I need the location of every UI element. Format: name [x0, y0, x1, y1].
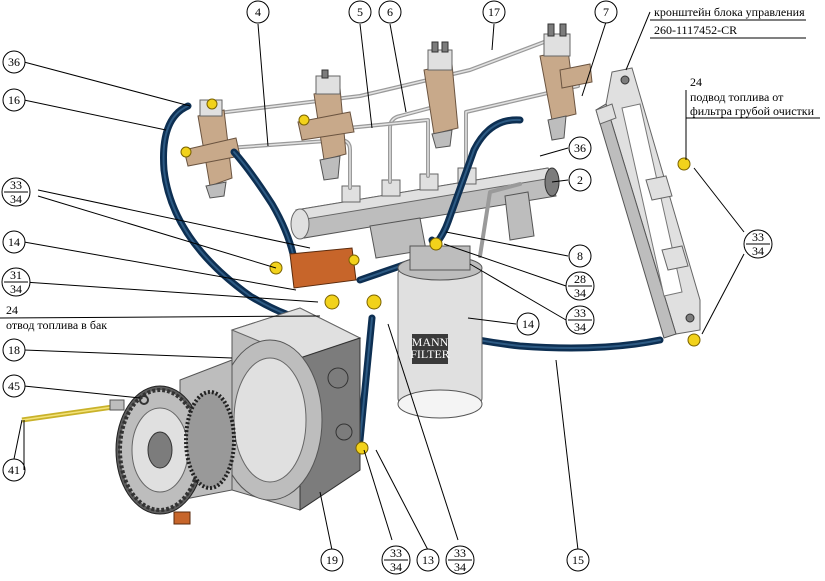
callout-28-34-top: 28	[574, 272, 586, 286]
callout-33-34-right-top: 33	[752, 230, 764, 244]
long-bolt	[21, 395, 149, 423]
callout-28-34-bottom: 34	[574, 286, 586, 300]
callout-33-34-bottom-2-bottom: 34	[454, 560, 466, 574]
filter-brand-line1: MANN	[412, 335, 449, 349]
callout-17: 17	[482, 0, 506, 24]
supply-label-line2: фильтра грубой очистки	[690, 104, 815, 118]
callout-2: 2	[568, 168, 592, 192]
callout-8-text: 8	[577, 249, 583, 263]
callout-31-34-bottom: 34	[10, 282, 22, 296]
high-pressure-pipes	[208, 34, 580, 258]
callout-6-text: 6	[387, 5, 393, 19]
callout-33-34-left: 33 34	[1, 177, 31, 207]
supply-label-line1: подвод топлива от	[690, 90, 784, 104]
callout-7: 7	[594, 0, 618, 24]
callout-36-left-text: 36	[8, 55, 20, 69]
callout-7-text: 7	[603, 5, 609, 19]
supply-label-number: 24	[690, 75, 702, 89]
callout-16-text: 16	[8, 93, 20, 107]
fuel-pump	[173, 247, 362, 525]
filter-brand-line2: FILTER	[410, 347, 450, 361]
callout-14-right-text: 14	[522, 317, 534, 331]
callout-33-34-right: 33 34	[743, 229, 773, 259]
callout-28-34: 28 34	[565, 271, 595, 301]
callout-2-text: 2	[577, 173, 583, 187]
injector-4	[539, 23, 593, 141]
bracket-label-line2: 260-1117452-CR	[654, 23, 737, 37]
pump-gear	[115, 385, 236, 515]
callout-6: 6	[378, 0, 402, 24]
callout-33-34-left-bottom: 34	[10, 192, 22, 206]
callout-15: 15	[566, 548, 590, 572]
callout-36-right-text: 36	[574, 141, 586, 155]
callout-19-text: 19	[326, 553, 338, 567]
callout-18-text: 18	[8, 343, 20, 357]
callout-8: 8	[568, 244, 592, 268]
callout-36-right: 36	[568, 136, 592, 160]
callout-33-34-mid-bottom: 34	[574, 320, 586, 334]
callout-33-34-bottom-1: 33 34	[381, 545, 411, 575]
callout-17-text: 17	[488, 5, 500, 19]
callout-41: 41	[2, 458, 26, 482]
injector-1	[183, 98, 241, 199]
callout-33-34-mid: 33 34	[565, 305, 595, 335]
callout-41-text: 41	[8, 463, 20, 477]
callout-19: 19	[320, 548, 344, 572]
callout-13-text: 13	[422, 553, 434, 567]
callout-45-text: 45	[8, 379, 20, 393]
return-label-line: отвод топлива в бак	[6, 318, 107, 332]
bracket-label-line1: кронштейн блока управления	[654, 5, 805, 19]
callout-5: 5	[348, 0, 372, 24]
callout-18: 18	[2, 338, 26, 362]
callout-4-text: 4	[255, 5, 261, 19]
callout-36-left: 36	[2, 50, 26, 74]
fuel-filter: MANN FILTER	[397, 245, 483, 419]
callout-33-34-left-top: 33	[10, 178, 22, 192]
callout-33-34-bottom-1-top: 33	[390, 546, 402, 560]
callout-16: 16	[2, 88, 26, 112]
yellow-fittings	[180, 114, 701, 455]
leader-lines	[0, 11, 820, 551]
callout-4: 4	[246, 0, 270, 24]
callout-14-right: 14	[516, 312, 540, 336]
callout-13: 13	[416, 548, 440, 572]
callout-31-34-top: 31	[10, 268, 22, 282]
callout-33-34-mid-top: 33	[574, 306, 586, 320]
callout-5-text: 5	[357, 5, 363, 19]
callout-33-34-bottom-1-bottom: 34	[390, 560, 402, 574]
injector-2	[297, 69, 355, 181]
fuel-rail	[290, 167, 560, 259]
callout-15-text: 15	[572, 553, 584, 567]
callout-14-left: 14	[2, 230, 26, 254]
callout-14-left-text: 14	[8, 235, 20, 249]
control-unit-bracket	[595, 67, 701, 339]
callout-33-34-right-bottom: 34	[752, 244, 764, 258]
injector-3	[423, 41, 459, 149]
return-label-number: 24	[6, 303, 18, 317]
callout-31-34: 31 34	[1, 267, 31, 297]
callout-45: 45	[2, 374, 26, 398]
callout-33-34-bottom-2-top: 33	[454, 546, 466, 560]
callout-33-34-bottom-2: 33 34	[445, 545, 475, 575]
